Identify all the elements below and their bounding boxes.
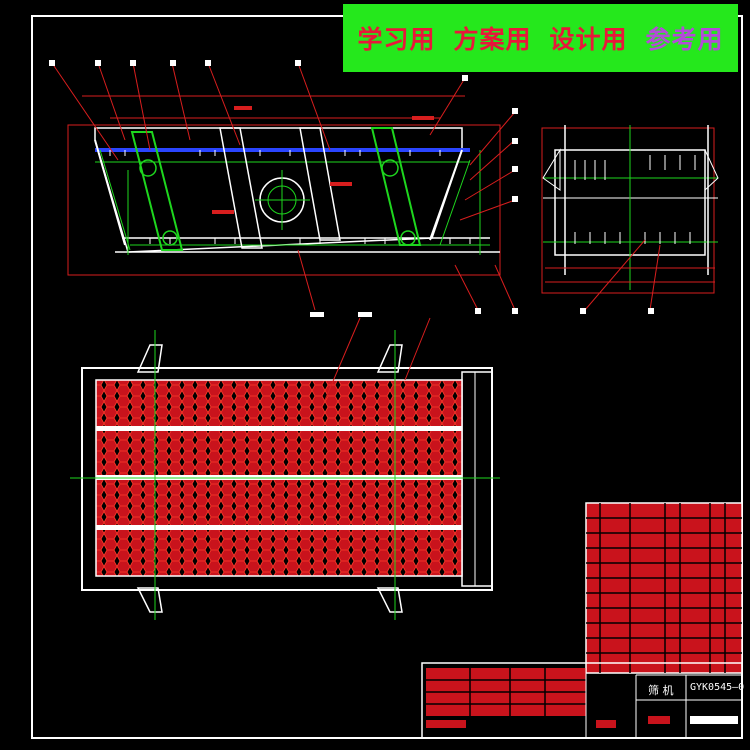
watermark-text-4: 参考用 bbox=[645, 25, 724, 54]
watermark-text-2: 方案用 bbox=[453, 25, 532, 54]
plan-view bbox=[70, 317, 500, 620]
watermark-text-1: 学习用 bbox=[357, 25, 436, 54]
watermark-text-3: 设计用 bbox=[549, 25, 628, 54]
drawing-code: GYK0545—0 bbox=[690, 682, 745, 693]
parts-table bbox=[585, 502, 743, 674]
title-block bbox=[421, 662, 743, 739]
drawing-name: 筛 机 bbox=[648, 684, 674, 697]
end-view bbox=[541, 125, 719, 314]
side-view bbox=[49, 60, 518, 317]
watermark-banner: 学习用 方案用 设计用 参考用 bbox=[343, 4, 738, 72]
